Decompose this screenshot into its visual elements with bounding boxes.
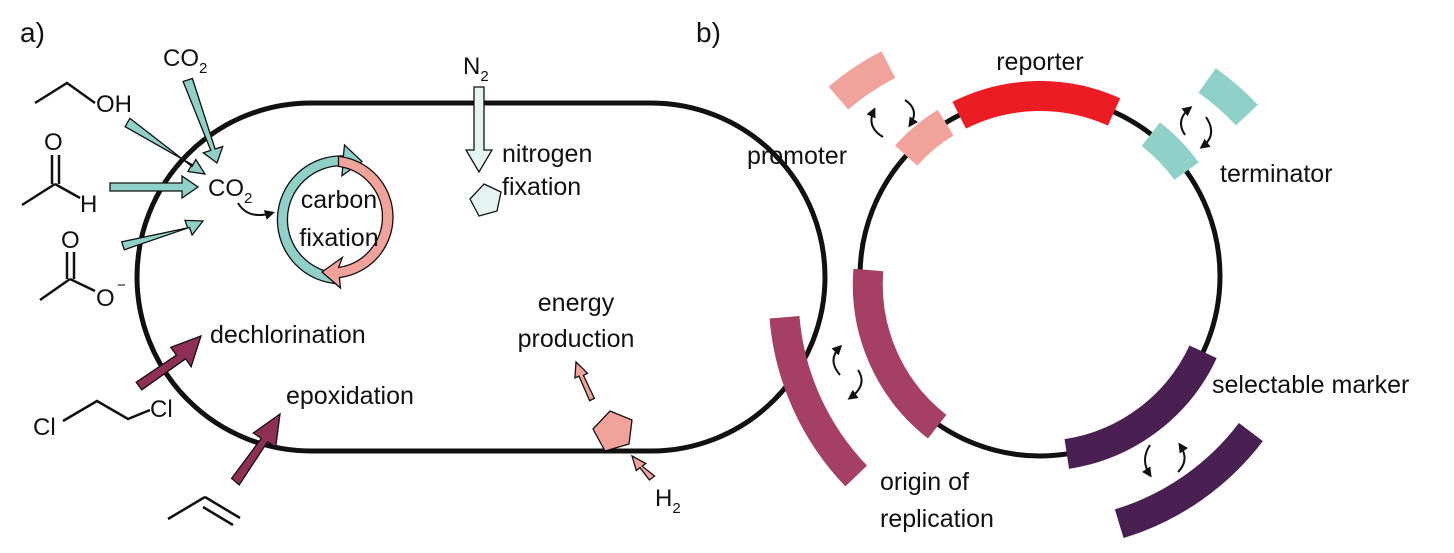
reporter-label: reporter [996,48,1084,76]
energy-label: energy [538,289,615,317]
carbon-fixation-cycle [276,143,394,290]
carbon-label: carbon [301,186,377,214]
acetaldehyde-bond-1 [21,182,56,207]
selectable-marker-swap-part [1114,422,1263,539]
dichloroethane-skeleton [62,399,151,423]
selectable-marker-label: selectable marker [1212,371,1409,399]
arrow-acetate [120,219,205,251]
production-label: production [518,325,635,353]
nitrogenase-pentagon [469,183,502,217]
propene-double-1 [204,495,241,520]
panel-a: a) OH O H O O − CO2 CO2 [20,17,828,527]
hydrogenase-pentagon [592,410,633,452]
panel-b: b) reporter promoter terminator selectab… [696,17,1409,539]
terminator-swap-icon [1180,106,1193,136]
origin-swap-icon-2 [847,369,863,400]
promoter-swap-icon-2 [866,107,884,138]
panel-b-label: b) [696,17,721,48]
arrow-h2 [630,454,656,481]
origin-segment [852,268,947,439]
dechlorination-label: dechlorination [210,321,366,349]
acetate-charge: − [117,277,126,294]
n2: N2 [463,53,489,85]
cl-right: Cl [150,396,173,423]
terminator-swap-icon-2 [1199,116,1213,149]
reporter-segment [952,80,1121,129]
nitrogen-label: nitrogen [502,140,592,168]
origin-label-line2: replication [880,505,994,533]
acetate-o-minus: O [96,285,115,312]
acetate-bond-1 [39,277,71,302]
propene-bond-1 [167,495,206,521]
co2-center: CO2 [208,175,252,207]
selectable-marker-segment [1064,345,1217,469]
cycle-arc-salmon [320,155,394,290]
marker-swap-icon [1141,444,1152,478]
acetaldehyde-h: H [80,191,97,218]
cl-left: Cl [33,414,56,441]
epoxidation-label: epoxidation [286,382,414,410]
propene-double-2 [202,505,234,527]
co2-top: CO2 [163,45,207,77]
panel-a-label: a) [20,17,45,48]
arrow-co2-top [182,77,224,165]
arrow-dechlorination [135,334,203,391]
terminator-segment [1141,122,1199,181]
promoter-label: promoter [747,142,847,170]
ethanol-skeleton [34,81,96,105]
acetate-o: O [61,227,80,254]
terminator-label: terminator [1220,160,1333,188]
carbon-fixation-label: fixation [299,224,378,252]
arrow-ethanol [124,117,207,175]
h2: H2 [655,485,681,517]
co2-to-cycle-arrow [237,202,275,220]
cycle-arc-teal [276,143,364,285]
promoter-swap-part [828,51,896,110]
ethanol-oh: OH [96,91,132,118]
acetaldehyde-o: O [44,129,63,156]
promoter-swap-icon [904,99,919,128]
nitrogen-fixation-label: fixation [502,173,581,201]
acetate-bond-2 [69,277,96,293]
acetaldehyde-bond-2 [54,182,81,200]
promoter-segment [894,109,954,166]
carbon-input-arrows [109,77,224,251]
origin-swap-icon [831,344,843,376]
arrow-epoxidation [230,412,281,486]
arrow-n2 [464,86,494,174]
terminator-swap-part [1198,68,1258,126]
marker-swap-icon-2 [1177,442,1189,473]
origin-swap-part [769,315,868,487]
arrow-acetaldehyde [109,174,200,200]
origin-label-line1: origin of [880,468,969,496]
arrow-energy-up [574,360,596,402]
